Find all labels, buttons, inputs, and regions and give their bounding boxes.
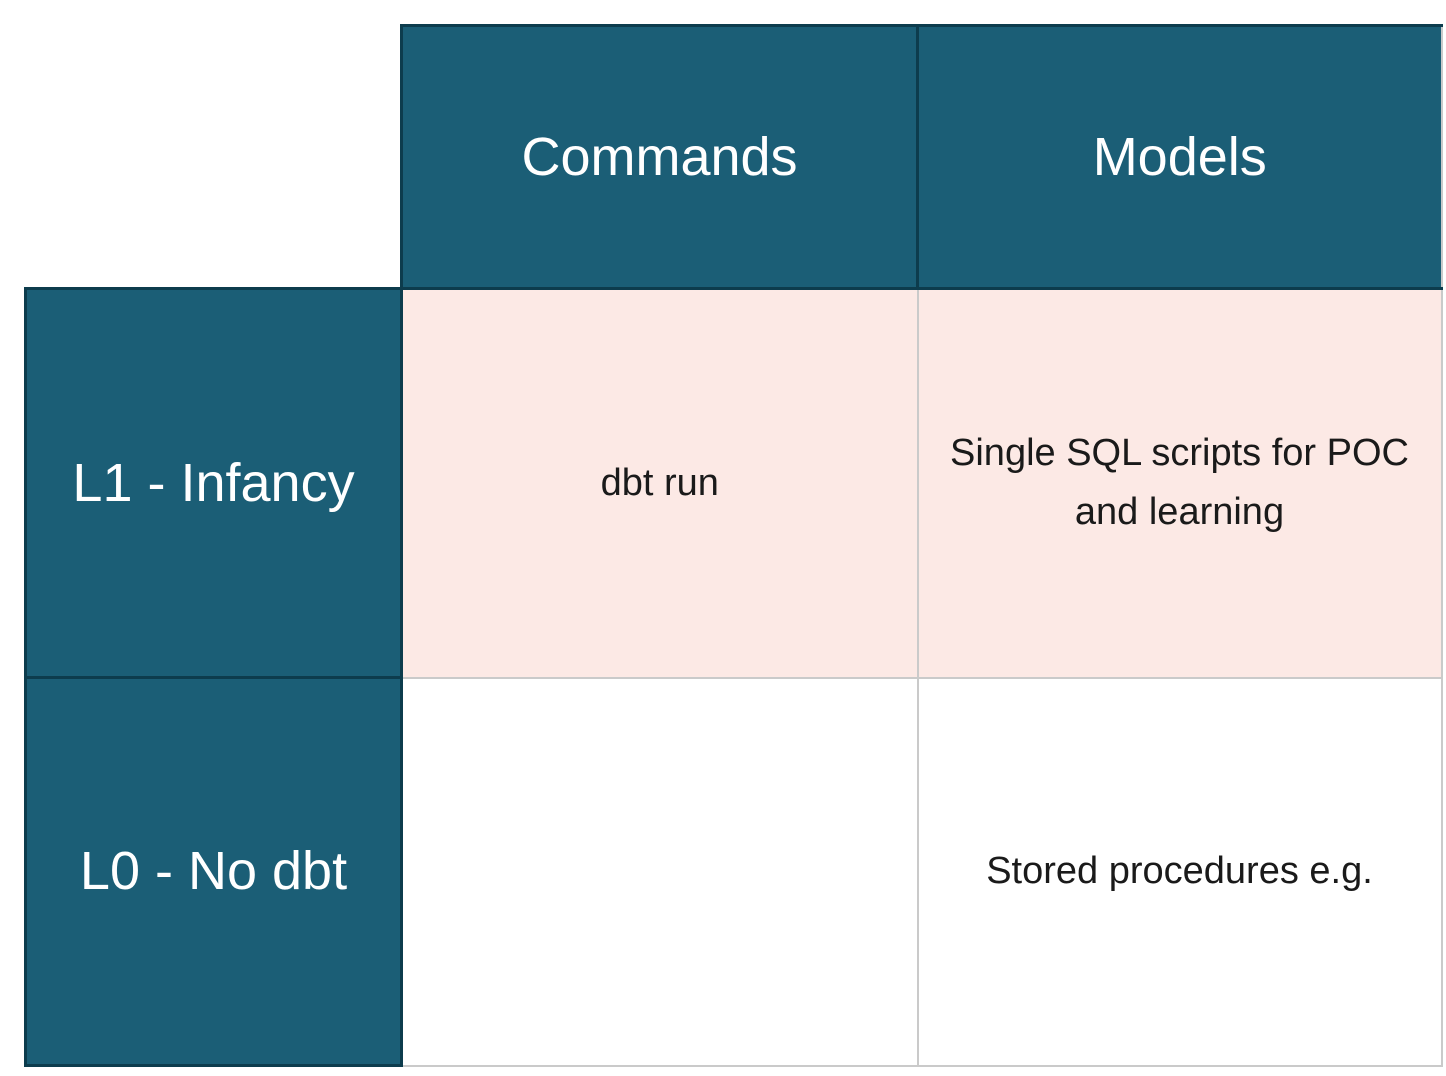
column-header-commands: Commands [400, 24, 919, 290]
row-header-l0-no-dbt: L0 - No dbt [24, 676, 403, 1067]
column-header-models: Models [916, 24, 1443, 290]
cell-l1-commands: dbt run [400, 287, 919, 679]
cell-l0-models: Stored procedures e.g. [916, 676, 1443, 1067]
table-row-l0-no-dbt: L0 - No dbt Stored procedures e.g. [24, 676, 1443, 1067]
corner-spacer-cell [26, 26, 402, 289]
row-header-l1-infancy: L1 - Infancy [24, 287, 403, 679]
column-header-row: Commands Models [26, 24, 1443, 290]
cell-l0-commands [400, 676, 919, 1067]
table-row-l1-infancy: L1 - Infancy dbt run Single SQL scripts … [24, 287, 1443, 679]
cell-l1-models: Single SQL scripts for POC and learning [916, 287, 1443, 679]
maturity-matrix-table: Commands Models L1 - Infancy dbt run Sin… [24, 24, 1443, 1067]
